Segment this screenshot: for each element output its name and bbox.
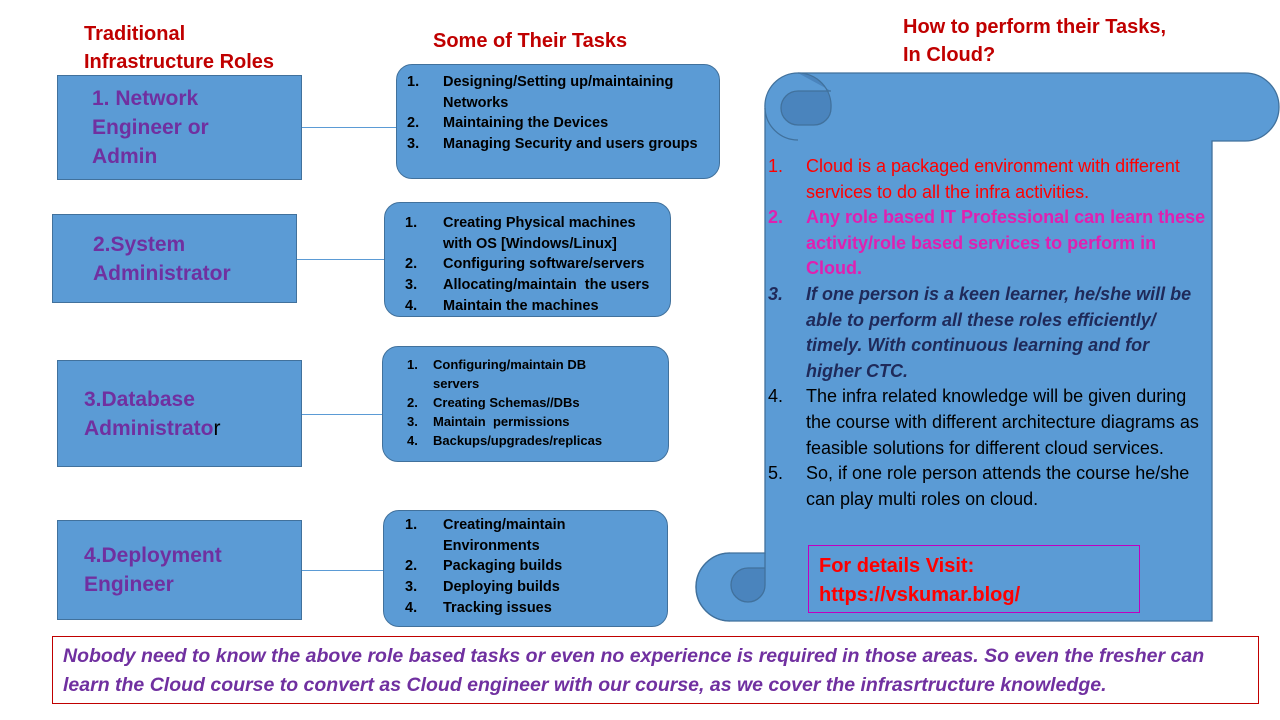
task-text: Backups/upgrades/replicas [433, 433, 603, 448]
roles-header: Traditional Infrastructure Roles [84, 23, 275, 73]
task-number: 3. [407, 414, 418, 429]
cloud-point: 1. Cloud is a packaged environment with d… [768, 154, 1208, 205]
connector-line-1 [302, 127, 397, 128]
task-number: 4. [407, 433, 418, 448]
details-link[interactable]: https://vskumar.blog/ [819, 584, 1021, 606]
cloud-point-number: 1. [768, 156, 784, 176]
cloud-point: 3. If one person is a keen learner, he/sh… [768, 282, 1208, 384]
task-text: Maintain the machines [443, 297, 599, 314]
cloud-header: How to perform their Tasks, In Cloud? [903, 16, 1167, 66]
task-text: Tracking issues [443, 599, 552, 616]
role-label-tail: r [213, 416, 221, 440]
task-text: Designing/Setting up/maintaining Network… [443, 74, 674, 111]
task-number: 2. [407, 395, 418, 410]
task-number: 1. [405, 215, 418, 231]
cloud-point-number: 2. [768, 207, 784, 228]
tasks-header: Some of Their Tasks [433, 30, 628, 52]
task-number: 2. [407, 115, 420, 132]
task-box-network: 1. Designing/Setting up/maintaining Netwo… [396, 64, 720, 179]
task-item: 4. Backups/upgrades/replicas [407, 431, 668, 450]
task-item: 3. Maintain permissions [407, 412, 668, 431]
task-list: 1. Creating Physical machines with OS [Wi… [405, 213, 670, 317]
task-number: 4. [405, 599, 418, 616]
cloud-point-number: 4. [768, 386, 784, 407]
task-item: 2. Configuring software/servers [405, 254, 670, 275]
task-number: 1. [407, 357, 418, 372]
task-box-database: 1. Configuring/maintain DB servers 2. Crea… [382, 346, 669, 462]
task-box-deployment: 1. Creating/maintain Environments 2. Packa… [383, 510, 668, 627]
role-label: 3.Database Administrato [84, 387, 214, 440]
task-item: 2. Packaging builds [405, 556, 667, 577]
role-box-deployment-engineer: 4.Deployment Engineer [57, 520, 302, 620]
role-label: 2.System Administrator [93, 232, 231, 285]
task-text: Configuring/maintain DB servers [433, 357, 587, 391]
task-text: Creating Physical machines with OS [Wind… [443, 215, 636, 252]
cloud-point-text: So, if one role person attends the cours… [806, 463, 1190, 509]
task-list: 1. Configuring/maintain DB servers 2. Crea… [407, 355, 668, 450]
task-list: 1. Designing/Setting up/maintaining Netwo… [407, 72, 719, 155]
task-text: Creating Schemas//DBs [433, 395, 580, 410]
task-item: 2. Maintaining the Devices [407, 113, 719, 134]
cloud-point-number: 3. [768, 283, 784, 304]
task-box-system: 1. Creating Physical machines with OS [Wi… [384, 202, 671, 317]
task-number: 3. [405, 579, 418, 596]
cloud-point: 5. So, if one role person attends the cou… [768, 461, 1208, 512]
task-number: 1. [407, 74, 420, 90]
task-item: 2. Creating Schemas//DBs [407, 393, 668, 412]
task-number: 2. [405, 558, 418, 575]
task-number: 4. [405, 297, 418, 314]
details-box: For details Visit: https://vskumar.blog/ [808, 545, 1140, 613]
role-box-database-administrator: 3.Database Administrator [57, 360, 302, 467]
task-item: 1. Creating Physical machines with OS [Wi… [405, 213, 670, 254]
cloud-points: 1. Cloud is a packaged environment with d… [768, 154, 1208, 512]
task-number: 2. [405, 256, 418, 273]
role-box-network-engineer: 1. Network Engineer or Admin [57, 75, 302, 180]
details-label: For details Visit: [819, 555, 975, 577]
cloud-point-text: Any role based IT Professional can learn… [806, 207, 1206, 279]
task-item: 3. Allocating/maintain the users [405, 275, 670, 296]
cloud-point: 4. The infra related knowledge will be gi… [768, 384, 1208, 461]
role-label: 1. Network Engineer or Admin [92, 87, 209, 168]
role-label: 4.Deployment Engineer [84, 544, 222, 596]
task-text: Configuring software/servers [443, 256, 645, 273]
task-text: Allocating/maintain the users [443, 277, 650, 294]
connector-line-2 [297, 259, 384, 260]
task-item: 3. Deploying builds [405, 577, 667, 598]
cloud-point-number: 5. [768, 463, 784, 484]
connector-line-3 [302, 414, 382, 415]
task-item: 1. Designing/Setting up/maintaining Netwo… [407, 72, 719, 113]
task-text: Managing Security and users groups [443, 136, 698, 153]
task-text: Maintain permissions [433, 414, 570, 429]
role-label-wrap: 3.Database Administrator [84, 385, 221, 443]
task-text: Maintaining the Devices [443, 115, 609, 132]
connector-line-4 [302, 570, 383, 571]
role-box-system-administrator: 2.System Administrator [52, 214, 297, 303]
task-text: Packaging builds [443, 558, 563, 575]
cloud-point: 2. Any role based IT Professional can lea… [768, 205, 1208, 282]
task-text: Deploying builds [443, 579, 560, 596]
task-item: 4. Tracking issues [405, 598, 667, 619]
cloud-point-text: If one person is a keen learner, he/she … [806, 283, 1192, 381]
task-number: 1. [405, 517, 418, 533]
task-item: 1. Creating/maintain Environments [405, 515, 667, 556]
footer-note: Nobody need to know the above role based… [52, 636, 1259, 704]
task-item: 3. Managing Security and users groups [407, 134, 719, 155]
cloud-point-text: Cloud is a packaged environment with dif… [806, 156, 1180, 202]
task-number: 3. [405, 277, 418, 294]
task-text: Creating/maintain Environments [443, 517, 566, 554]
cloud-point-text: The infra related knowledge will be give… [806, 386, 1199, 458]
task-number: 3. [407, 136, 420, 153]
task-item: 4. Maintain the machines [405, 296, 670, 317]
task-item: 1. Configuring/maintain DB servers [407, 355, 668, 393]
task-list: 1. Creating/maintain Environments 2. Packa… [405, 515, 667, 619]
